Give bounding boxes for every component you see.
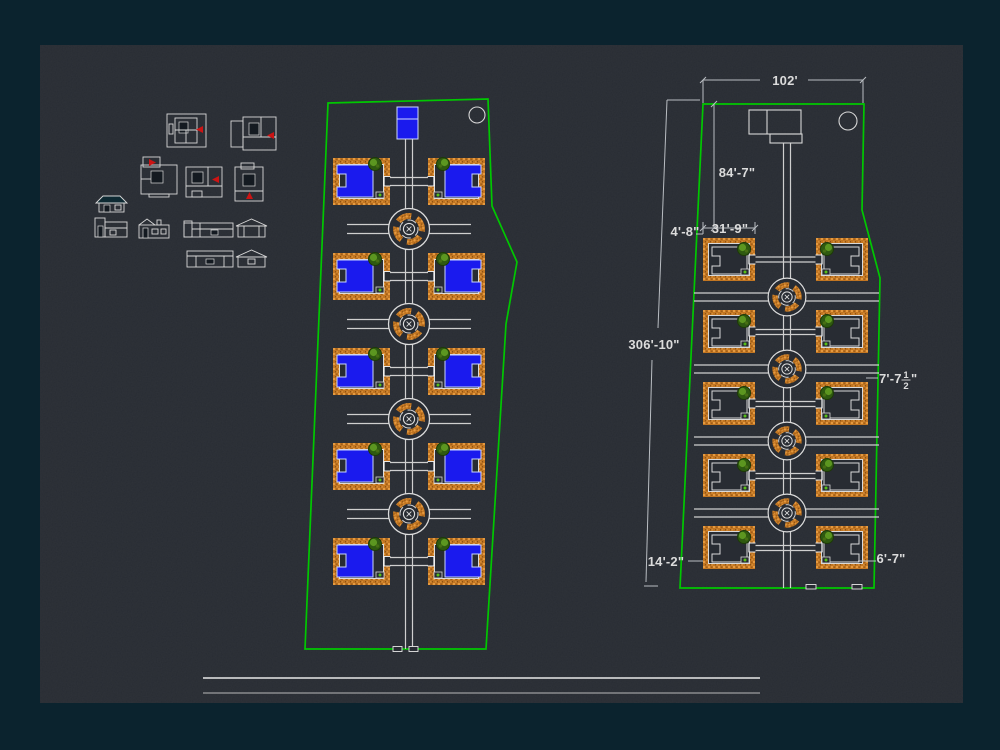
block-elevation-4[interactable] xyxy=(235,218,268,238)
dim-entry-length[interactable]: 84'-7" xyxy=(719,165,755,180)
roundabout[interactable] xyxy=(768,422,806,460)
roundabout[interactable] xyxy=(768,494,806,532)
house-lot[interactable] xyxy=(816,310,869,353)
dim-side-offset[interactable]: 4'-8" xyxy=(670,224,699,239)
bottom-road xyxy=(203,677,760,694)
block-elevation-2[interactable] xyxy=(138,218,170,239)
roundabout[interactable] xyxy=(389,399,430,440)
block-floor-plan-1[interactable] xyxy=(166,113,207,148)
dim-bottom-right-offset[interactable]: 6'-7" xyxy=(876,551,905,566)
site-plan-dimensioned: 102' 84'-7" 4'-8" 31'-9" 306'-10" 14'-2"… xyxy=(628,73,917,590)
house-lot[interactable] xyxy=(333,443,391,491)
survey-circle-left[interactable] xyxy=(468,106,486,124)
house-lot[interactable] xyxy=(703,454,756,497)
block-floor-plan-4[interactable] xyxy=(185,166,223,198)
property-boundary-right[interactable] xyxy=(679,103,881,589)
house-lot[interactable] xyxy=(428,348,486,396)
block-floor-plan-2[interactable] xyxy=(230,116,277,151)
block-elevation-3[interactable] xyxy=(183,220,234,238)
house-lot[interactable] xyxy=(703,382,756,425)
house-lot[interactable] xyxy=(703,238,756,281)
site-plan-rendered xyxy=(304,98,518,652)
block-floor-plan-5[interactable] xyxy=(234,162,264,202)
dim-lot-width[interactable]: 31'-9" xyxy=(712,221,748,236)
house-lot[interactable] xyxy=(428,538,486,586)
house-lot[interactable] xyxy=(816,454,869,497)
entry-gate-left[interactable] xyxy=(396,106,419,140)
svg-text:2: 2 xyxy=(903,381,908,392)
svg-text:1: 1 xyxy=(903,370,909,381)
roundabout[interactable] xyxy=(768,278,806,316)
dimension-lines: 102' 84'-7" 4'-8" 31'-9" 306'-10" 14'-2"… xyxy=(628,73,917,587)
block-elevation-5[interactable] xyxy=(186,250,234,268)
roundabout[interactable] xyxy=(389,209,430,250)
canvas-noise xyxy=(40,45,963,703)
roundabout[interactable] xyxy=(389,494,430,535)
bottom-gate-left xyxy=(392,646,419,652)
house-lot[interactable] xyxy=(428,158,486,206)
house-lot[interactable] xyxy=(428,253,486,301)
svg-text:7'-7: 7'-7 xyxy=(879,371,902,386)
house-lot[interactable] xyxy=(703,310,756,353)
svg-text:": " xyxy=(911,371,917,386)
house-lot[interactable] xyxy=(333,538,391,586)
house-lot[interactable] xyxy=(333,348,391,396)
entry-gate-right[interactable] xyxy=(748,109,803,144)
block-floor-plan-3[interactable] xyxy=(140,156,178,198)
survey-circle-right[interactable] xyxy=(838,111,858,131)
dim-top-width[interactable]: 102' xyxy=(772,73,798,88)
house-lot[interactable] xyxy=(816,526,869,569)
roundabout[interactable] xyxy=(768,350,806,388)
dim-right-offset[interactable]: 7'-7 1 2 " xyxy=(879,370,917,392)
block-elevation-1[interactable] xyxy=(94,217,128,238)
house-lot[interactable] xyxy=(428,443,486,491)
block-elevation-roof[interactable] xyxy=(94,195,129,213)
roundabout[interactable] xyxy=(389,304,430,345)
house-lot[interactable] xyxy=(816,382,869,425)
block-elevation-6[interactable] xyxy=(235,249,268,268)
bottom-gate-right xyxy=(805,584,863,590)
dim-overall-length[interactable]: 306'-10" xyxy=(628,337,679,352)
house-lot[interactable] xyxy=(333,253,391,301)
block-library xyxy=(94,113,277,268)
property-boundary-left[interactable] xyxy=(304,98,518,650)
dim-bottom-left-offset[interactable]: 14'-2" xyxy=(648,554,684,569)
house-lot[interactable] xyxy=(333,158,391,206)
house-lot[interactable] xyxy=(816,238,869,281)
house-lot[interactable] xyxy=(703,526,756,569)
